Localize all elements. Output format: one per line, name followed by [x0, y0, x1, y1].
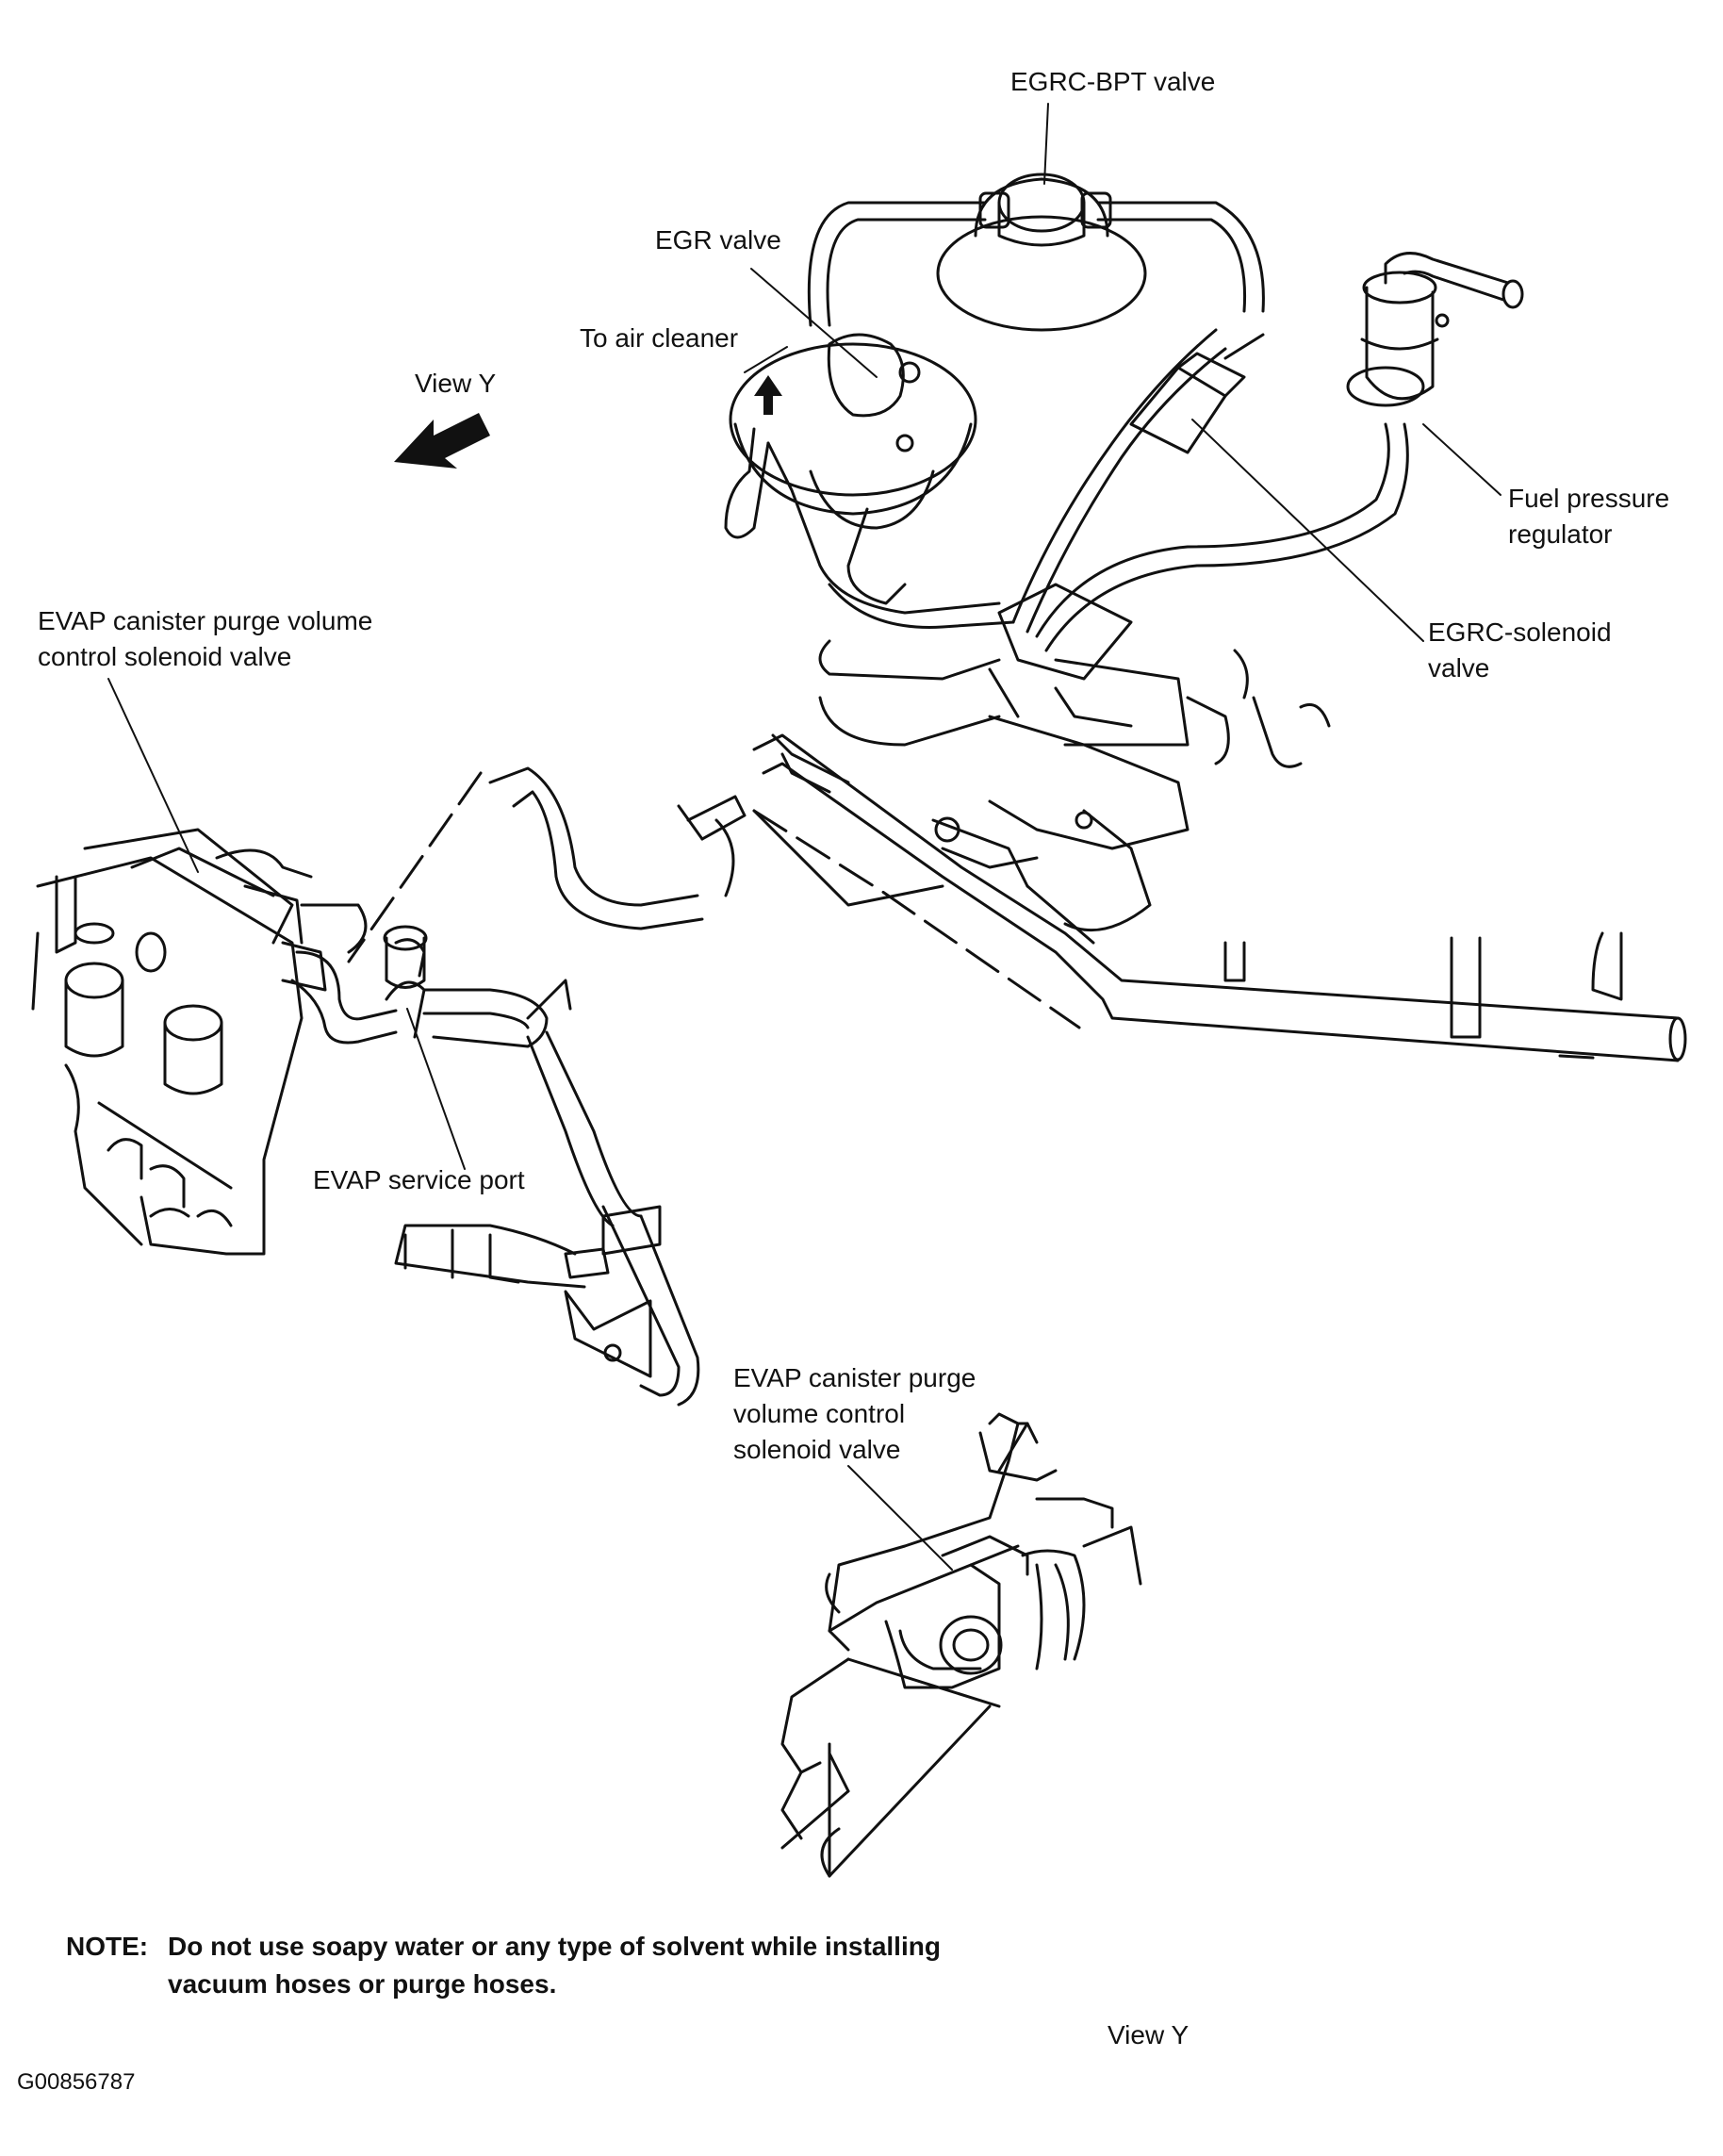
egrc-bpt-valve-label: EGRC-BPT valve — [1010, 67, 1216, 96]
view-y-lead-lines — [347, 771, 1081, 1029]
evap-hoses-left — [290, 925, 700, 1407]
fuel-pressure-regulator-label-line1: Fuel pressure — [1508, 484, 1670, 513]
note-text: Do not use soapy water or any type of so… — [168, 1932, 941, 1999]
evap-purge-solenoid-left-line2: control solenoid valve — [38, 642, 292, 671]
center-hoses — [488, 766, 747, 930]
evap-purge-solenoid-left-line1: EVAP canister purge volume — [38, 606, 373, 635]
evap-service-port-label: EVAP service port — [313, 1165, 525, 1194]
view-y-label-top: View Y — [415, 369, 497, 398]
evap-solenoid-view-y — [780, 1412, 1142, 1878]
view-y-arrow — [394, 413, 490, 469]
figure-id: G00856787 — [17, 2069, 136, 2095]
egrc-solenoid-valve-label-line2: valve — [1428, 653, 1490, 683]
egrc-bpt-valve — [936, 173, 1147, 332]
egr-hoses — [724, 328, 1409, 747]
egrc-solenoid-valve-label: EGRC-solenoid valve — [1428, 615, 1612, 686]
egrc-solenoid-valve-label-line1: EGRC-solenoid — [1428, 617, 1612, 647]
evap-purge-solenoid-view-y-label: EVAP canister purge volume control solen… — [733, 1360, 976, 1468]
egr-valve-label: EGR valve — [655, 225, 781, 255]
bpt-hoses — [807, 191, 1265, 327]
egr-valve — [729, 333, 977, 605]
evap-purge-solenoid-left-label: EVAP canister purge volume control solen… — [38, 603, 372, 675]
to-air-cleaner-label: To air cleaner — [580, 323, 739, 353]
note-block: NOTE: Do not use soapy water or any type… — [66, 1928, 1009, 2013]
evap-purge-solenoid-view-y-line1: EVAP canister purge — [733, 1363, 976, 1392]
evap-purge-solenoid-view-y-line2: volume control — [733, 1399, 906, 1428]
evap-solenoid-left — [31, 828, 368, 1256]
fuel-rail — [752, 733, 1687, 1062]
fuel-pressure-regulator-label: Fuel pressure regulator — [1508, 481, 1669, 552]
throttle-body-area — [771, 583, 1331, 932]
leader-lines — [107, 103, 1501, 1571]
egrc-solenoid-valve — [1129, 333, 1265, 454]
fuel-pressure-regulator-label-line2: regulator — [1508, 519, 1613, 549]
air-cleaner-arrow — [754, 375, 782, 415]
fuel-pressure-regulator — [1346, 252, 1524, 407]
note-heading: NOTE: — [66, 1932, 149, 1961]
evap-purge-solenoid-view-y-line3: solenoid valve — [733, 1435, 901, 1464]
view-y-label-bottom: View Y — [1108, 2020, 1190, 2049]
